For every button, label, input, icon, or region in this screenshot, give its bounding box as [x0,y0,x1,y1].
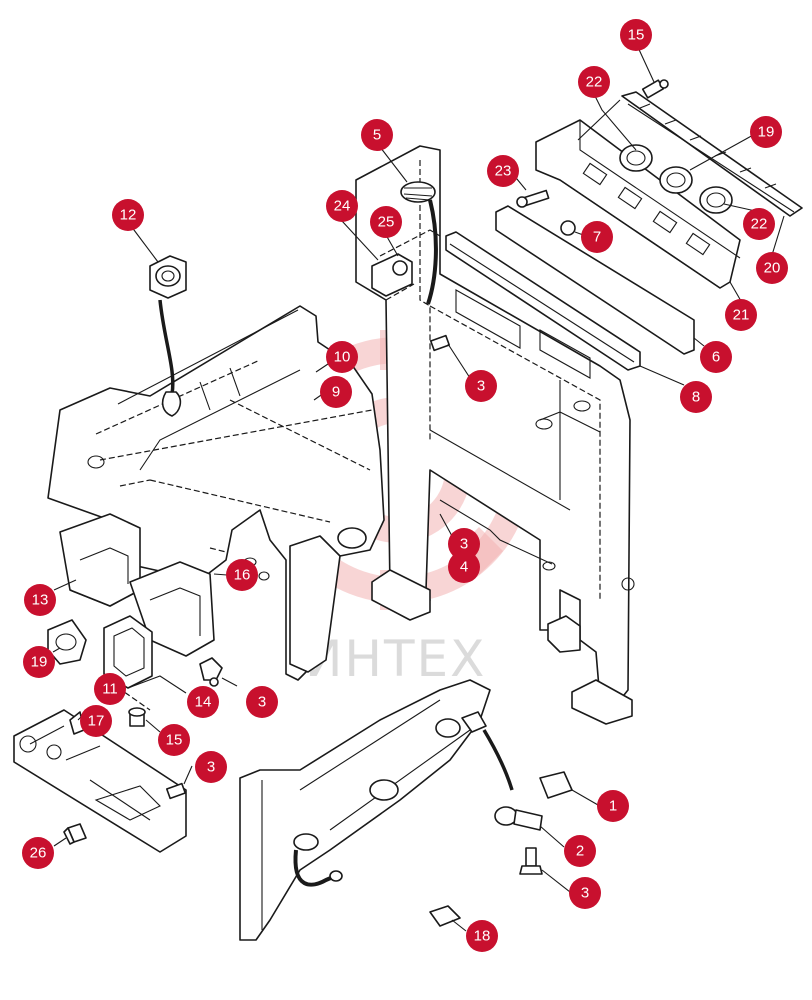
svg-text:20: 20 [764,260,781,277]
screw-3-mid [209,677,219,687]
callout-3-frame: 3 [465,370,497,402]
callout-14: 14 [187,686,219,718]
svg-text:3: 3 [460,536,468,553]
svg-text:18: 18 [474,928,491,945]
screw-23 [516,189,550,208]
svg-text:2: 2 [576,843,584,860]
duct-13 [59,513,141,607]
switch-26 [63,823,87,845]
svg-text:4: 4 [460,559,468,576]
svg-text:15: 15 [628,27,645,44]
svg-text:26: 26 [30,845,47,862]
svg-text:15: 15 [166,732,183,749]
svg-text:21: 21 [733,307,750,324]
callout-7: 7 [581,221,613,253]
svg-text:8: 8 [692,389,700,406]
svg-text:10: 10 [334,349,351,366]
callout-23: 23 [487,155,519,187]
svg-text:23: 23 [495,163,512,180]
svg-text:5: 5 [373,127,381,144]
clip-14 [199,657,223,681]
callout-13: 13 [24,584,56,616]
svg-text:16: 16 [234,567,251,584]
svg-text:3: 3 [477,378,485,395]
duct-12 [149,255,187,299]
callout-9: 9 [320,376,352,408]
callout-16: 16 [226,559,258,591]
callout-10: 10 [326,341,358,373]
callout-17: 17 [80,705,112,737]
svg-text:7: 7 [593,229,601,246]
callout-24: 24 [326,190,358,222]
callout-11: 11 [94,673,126,705]
callout-4: 4 [448,551,480,583]
svg-text:3: 3 [258,694,266,711]
callout-22-right: 22 [743,208,775,240]
hose-12 [158,299,175,395]
floor-frame [239,679,491,941]
svg-text:25: 25 [378,214,395,231]
clamp-2 [494,806,543,831]
vent-frame-11 [103,615,153,711]
hose-floor [482,729,514,791]
callout-3-mid: 3 [246,686,278,718]
svg-text:9: 9 [332,384,340,401]
svg-text:1: 1 [609,798,617,815]
callout-19-top: 19 [750,116,782,148]
part-21-vent-housing [535,119,741,289]
hose-clamp-12 [161,391,182,417]
svg-text:11: 11 [102,681,118,698]
svg-text:22: 22 [751,216,768,233]
hose [426,199,438,305]
cab-frame [355,145,635,725]
svg-text:12: 12 [120,207,137,224]
nut-7 [560,220,576,236]
svg-text:13: 13 [32,592,49,609]
svg-text:19: 19 [758,124,775,141]
svg-text:17: 17 [88,713,105,730]
callout-6: 6 [700,341,732,373]
callout-15-top: 15 [620,19,652,51]
callout-3-center: 3 [448,528,480,560]
svg-text:6: 6 [712,349,720,366]
callout-26: 26 [22,837,54,869]
callout-21: 21 [725,299,757,331]
svg-text:22: 22 [586,74,603,91]
callout-18: 18 [466,920,498,952]
screw-3-upper [429,334,451,352]
screw-3-panel [165,782,187,800]
svg-text:24: 24 [334,198,351,215]
insulator-1 [539,771,573,799]
svg-text:19: 19 [31,654,48,671]
watermark-text: ИНТЕХ [305,630,486,688]
callout-2: 2 [564,835,596,867]
callout-3-panel: 3 [195,751,227,783]
part-22-vent-nozzle [619,144,733,214]
part-6-cover-panel [495,205,695,355]
left-dash-frame [47,305,385,681]
callout-1: 1 [597,790,629,822]
svg-text:3: 3 [581,885,589,902]
callout-8: 8 [680,381,712,413]
svg-text:3: 3 [207,759,215,776]
callout-5: 5 [361,119,393,151]
callout-19-left: 19 [23,646,55,678]
callout-25: 25 [370,206,402,238]
screw-15-top [641,79,669,99]
callout-3-bottom: 3 [569,877,601,909]
callout-12: 12 [112,199,144,231]
part-24-bracket [371,253,413,297]
svg-text:14: 14 [195,694,212,711]
bolt-3-bottom [519,847,543,875]
leader-lines [52,42,785,932]
callout-15-lower: 15 [158,724,190,756]
callout-22-top: 22 [578,66,610,98]
hose-clamp-5 [400,181,436,203]
callout-20: 20 [756,252,788,284]
screw-15-lower [128,707,146,727]
